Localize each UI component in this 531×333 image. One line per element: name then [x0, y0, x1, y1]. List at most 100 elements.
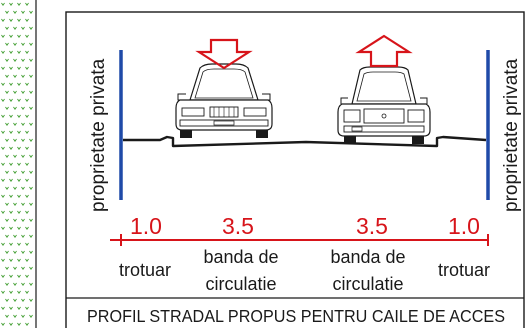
hatch-mark — [1, 194, 5, 198]
hatch-mark — [13, 74, 17, 78]
hatch-mark — [29, 282, 33, 286]
hatch-mark — [29, 170, 33, 174]
hatch-mark — [21, 314, 25, 318]
hatch-mark — [21, 122, 25, 126]
hatch-mark — [21, 10, 25, 14]
hatch-mark — [21, 298, 25, 302]
side-label-right: proprietate privata — [501, 58, 522, 212]
hatch-mark — [17, 274, 21, 278]
hatch-mark — [1, 258, 5, 262]
hatch-mark — [1, 178, 5, 182]
hatch-mark — [13, 250, 17, 254]
hatch-mark — [9, 66, 13, 70]
hatch-mark — [9, 82, 13, 86]
hatch-mark — [21, 186, 25, 190]
hatch-mark — [29, 154, 33, 158]
hatch-mark — [1, 98, 5, 102]
car-rear-icon — [337, 66, 431, 145]
hatch-mark — [25, 114, 29, 118]
hatch-mark — [17, 210, 21, 214]
hatch-mark — [17, 146, 21, 150]
hatch-mark — [13, 186, 17, 190]
hatch-mark — [21, 58, 25, 62]
hatch-mark — [25, 258, 29, 262]
hatch-mark — [5, 250, 9, 254]
hatch-mark — [25, 226, 29, 230]
hatch-mark — [5, 154, 9, 158]
hatch-mark — [13, 90, 17, 94]
hatch-mark — [21, 202, 25, 206]
hatch-mark — [9, 114, 13, 118]
hatch-mark — [21, 170, 25, 174]
hatch-mark — [25, 2, 29, 6]
hatch-mark — [1, 210, 5, 214]
hatch-mark — [13, 202, 17, 206]
hatch-mark — [1, 226, 5, 230]
hatch-mark — [1, 50, 5, 54]
hatch-mark — [25, 242, 29, 246]
hatch-mark — [29, 42, 33, 46]
hatch-mark — [17, 98, 21, 102]
hatch-mark — [1, 242, 5, 246]
hatch-mark — [1, 130, 5, 134]
hatch-mark — [25, 98, 29, 102]
car-front-icon — [175, 63, 273, 139]
hatch-mark — [9, 194, 13, 198]
hatch-mark — [17, 242, 21, 246]
hatch-mark — [5, 138, 9, 142]
hatch-mark — [9, 18, 13, 22]
hatch-mark — [21, 42, 25, 46]
dimension-value-sidewalk-right: 1.0 — [448, 213, 480, 239]
hatch-mark — [13, 298, 17, 302]
hatch-mark — [29, 250, 33, 254]
hatch-mark — [25, 66, 29, 70]
segment-label-lane-right-line2: circulatie — [332, 274, 403, 294]
hatch-mark — [5, 298, 9, 302]
hatch-mark — [17, 258, 21, 262]
hatch-mark — [25, 178, 29, 182]
hatch-mark — [29, 74, 33, 78]
hatch-mark — [29, 186, 33, 190]
hatch-mark — [1, 162, 5, 166]
segment-label-sidewalk-right: trotuar — [438, 260, 490, 280]
hatch-mark — [1, 114, 5, 118]
hatch-mark — [21, 282, 25, 286]
hatch-mark — [17, 34, 21, 38]
hatch-mark — [1, 306, 5, 310]
hatch-mark — [21, 234, 25, 238]
hatch-mark — [21, 250, 25, 254]
hatch-mark — [21, 266, 25, 270]
hatch-mark — [9, 130, 13, 134]
road-profile-line — [123, 135, 487, 148]
hatch-mark — [13, 10, 17, 14]
dimension-value-lane-left: 3.5 — [222, 213, 254, 239]
hatch-mark — [21, 26, 25, 30]
hatch-mark — [17, 130, 21, 134]
hatch-mark — [9, 242, 13, 246]
hatch-mark — [13, 138, 17, 142]
hatch-mark — [21, 106, 25, 110]
hatch-mark — [29, 202, 33, 206]
hatch-mark — [17, 322, 21, 326]
hatch-mark — [25, 194, 29, 198]
dimension-value-sidewalk-left: 1.0 — [130, 213, 162, 239]
hatch-mark — [13, 282, 17, 286]
hatch-mark — [25, 274, 29, 278]
hatch-mark — [17, 82, 21, 86]
hatch-mark — [9, 210, 13, 214]
hatch-mark — [1, 290, 5, 294]
hatch-mark — [29, 314, 33, 318]
hatch-mark — [5, 282, 9, 286]
hatch-mark — [5, 26, 9, 30]
hatch-mark — [13, 170, 17, 174]
hatch-mark — [17, 50, 21, 54]
hatch-mark — [9, 226, 13, 230]
hatch-mark — [13, 218, 17, 222]
hatch-mark — [21, 218, 25, 222]
hatch-mark — [5, 314, 9, 318]
segment-label-lane-left-line2: circulatie — [205, 274, 276, 294]
hatch-mark — [17, 306, 21, 310]
hatch-mark — [9, 162, 13, 166]
